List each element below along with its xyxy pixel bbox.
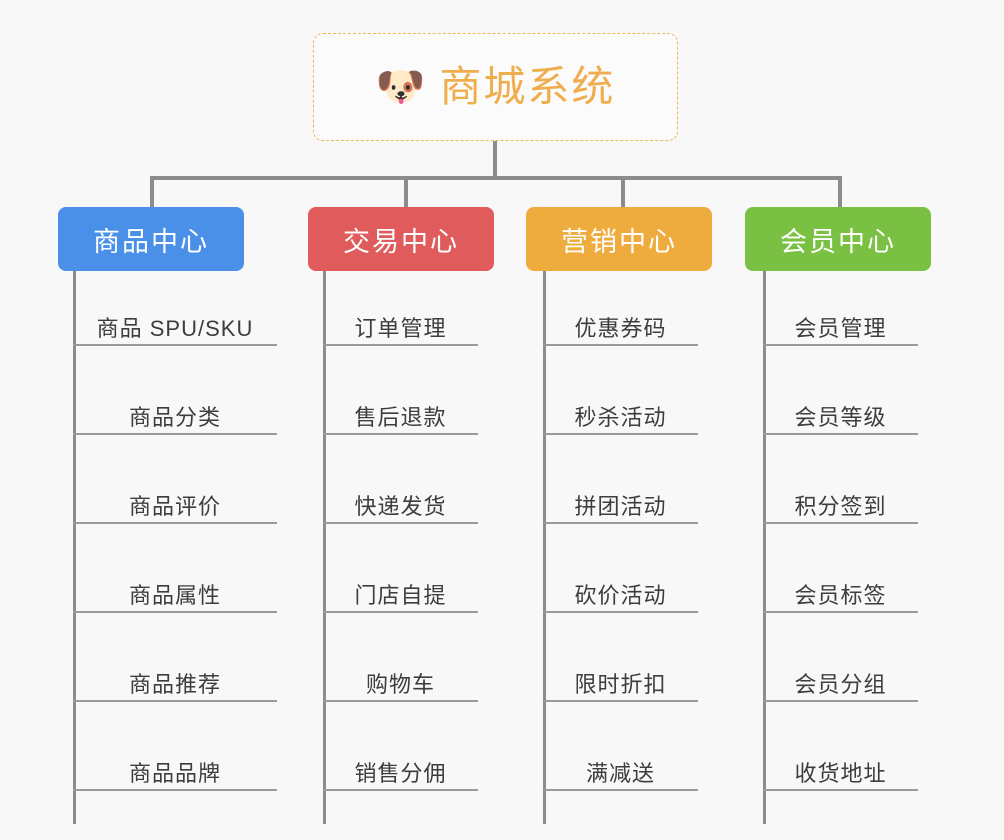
leaf-item[interactable]: 会员分组 [763, 656, 918, 702]
leaf-item[interactable]: 快递发货 [323, 478, 478, 524]
leaf-item[interactable]: 商品 SPU/SKU [73, 300, 277, 346]
leaf-item[interactable]: 秒杀活动 [543, 389, 698, 435]
leaf-item[interactable]: 限时折扣 [543, 656, 698, 702]
leaf-item-label: 砍价活动 [574, 582, 667, 608]
leaf-item-label: 门店自提 [354, 582, 447, 608]
leaf-item[interactable]: 会员标签 [763, 567, 918, 613]
leaf-item[interactable]: 商品品牌 [73, 745, 277, 791]
branch-spine-trade-center [323, 271, 326, 824]
category-box-product-center[interactable]: 商品中心 [58, 207, 244, 271]
leaf-item[interactable]: 购物车 [323, 656, 478, 702]
category-box-trade-center[interactable]: 交易中心 [308, 207, 494, 271]
connector-drop-product-center [150, 176, 154, 207]
leaf-item-label: 销售分佣 [354, 760, 447, 786]
leaf-item-label: 商品评价 [128, 493, 221, 519]
leaf-item[interactable]: 收货地址 [763, 745, 918, 791]
leaf-item-label: 商品品牌 [128, 760, 221, 786]
leaf-item[interactable]: 订单管理 [323, 300, 478, 346]
leaf-item[interactable]: 门店自提 [323, 567, 478, 613]
leaf-item-label: 收货地址 [794, 760, 887, 786]
leaf-item-label: 会员管理 [794, 315, 887, 341]
leaf-item-label: 商品 SPU/SKU [96, 315, 254, 341]
leaf-item[interactable]: 优惠券码 [543, 300, 698, 346]
leaf-item-label: 秒杀活动 [574, 404, 667, 430]
leaf-item-label: 优惠券码 [574, 315, 667, 341]
leaf-item-label: 拼团活动 [574, 493, 667, 519]
leaf-item-label: 会员等级 [794, 404, 887, 430]
leaf-item-label: 限时折扣 [574, 671, 667, 697]
leaf-item[interactable]: 商品属性 [73, 567, 277, 613]
leaf-item[interactable]: 砍价活动 [543, 567, 698, 613]
leaf-item-label: 快递发货 [354, 493, 447, 519]
leaf-item-label: 商品分类 [128, 404, 221, 430]
leaf-item[interactable]: 售后退款 [323, 389, 478, 435]
leaf-item-label: 商品属性 [128, 582, 221, 608]
leaf-item-label: 满减送 [585, 760, 655, 786]
leaf-item-label: 商品推荐 [128, 671, 221, 697]
category-box-member-center[interactable]: 会员中心 [745, 207, 931, 271]
branch-spine-member-center [763, 271, 766, 824]
dog-face-icon: 🐶 [375, 65, 426, 109]
leaf-item-label: 购物车 [365, 671, 435, 697]
leaf-item[interactable]: 会员管理 [763, 300, 918, 346]
leaf-item-label: 会员分组 [794, 671, 887, 697]
connector-drop-member-center [838, 176, 842, 207]
branch-spine-marketing-center [543, 271, 546, 824]
branch-spine-product-center [73, 271, 76, 824]
leaf-item[interactable]: 销售分佣 [323, 745, 478, 791]
leaf-item[interactable]: 拼团活动 [543, 478, 698, 524]
leaf-item[interactable]: 满减送 [543, 745, 698, 791]
leaf-item-label: 会员标签 [794, 582, 887, 608]
leaf-item[interactable]: 商品推荐 [73, 656, 277, 702]
leaf-item[interactable]: 积分签到 [763, 478, 918, 524]
leaf-item[interactable]: 商品分类 [73, 389, 277, 435]
connector-horizontal-bus [150, 176, 838, 180]
category-box-marketing-center[interactable]: 营销中心 [526, 207, 712, 271]
leaf-item-label: 积分签到 [794, 493, 887, 519]
root-node[interactable]: 🐶 商城系统 [313, 33, 678, 141]
leaf-item-label: 订单管理 [354, 315, 447, 341]
leaf-item[interactable]: 商品评价 [73, 478, 277, 524]
leaf-item-label: 售后退款 [354, 404, 447, 430]
root-node-title: 商城系统 [439, 63, 616, 110]
connector-root-stem [493, 141, 497, 180]
connector-drop-marketing-center [621, 176, 625, 207]
leaf-item[interactable]: 会员等级 [763, 389, 918, 435]
connector-drop-trade-center [404, 176, 408, 207]
